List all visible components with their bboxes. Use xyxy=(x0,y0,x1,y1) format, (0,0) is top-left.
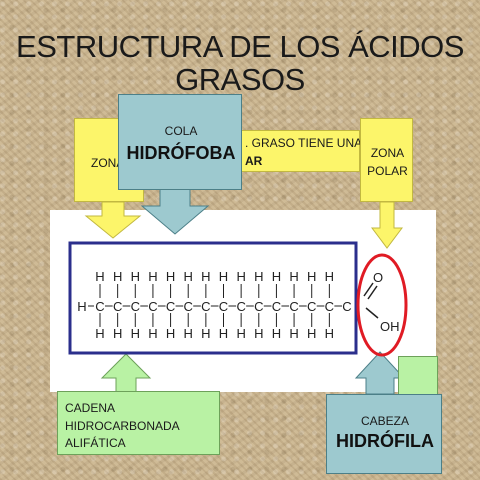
cadena-box xyxy=(68,241,358,355)
carbon-atom: C xyxy=(113,299,122,314)
carbon-atom: C xyxy=(131,299,140,314)
hydrogen-bottom: H xyxy=(201,326,210,341)
terminal-hydrogen: H xyxy=(77,299,86,314)
cadena-box-label: CADENA HIDROCARBONADA ALIFÁTICA xyxy=(57,391,220,455)
hydrogen-bottom: H xyxy=(325,326,334,341)
zona-polar-label-1: ZONA xyxy=(370,146,405,160)
hydrogen-bottom: H xyxy=(219,326,228,341)
hydrogen-bottom: H xyxy=(166,326,175,341)
hydrogen-bottom: H xyxy=(131,326,140,341)
hydrogen-top: H xyxy=(166,269,175,284)
cabeza-hidrofila-box: CABEZA HIDRÓFILA xyxy=(326,394,442,474)
carbon-atom: C xyxy=(236,299,245,314)
carbon-atom: C xyxy=(166,299,175,314)
ar-label: AR xyxy=(245,154,263,168)
hydrogen-bottom: H xyxy=(184,326,193,341)
carbon-atom: C xyxy=(148,299,157,314)
hidrofoba-label: HIDRÓFOBA xyxy=(126,143,236,163)
hydrogen-top: H xyxy=(307,269,316,284)
cola-hidrofoba-box: COLA HIDRÓFOBA xyxy=(118,94,242,190)
carbon-atom: C xyxy=(342,299,351,314)
carbon-atom: C xyxy=(307,299,316,314)
cola-arrow xyxy=(140,187,210,235)
double-bond-line-1 xyxy=(363,282,374,297)
hydrogen-top: H xyxy=(272,269,281,284)
hydroxyl-label: OH xyxy=(380,319,400,334)
cadena-label-2: HIDROCARBONADA xyxy=(65,419,180,433)
zona-polar-arrow xyxy=(371,201,403,249)
carbon-atom: C xyxy=(95,299,104,314)
single-bond-line xyxy=(365,307,379,319)
cadena-label-3: ALIFÁTICA xyxy=(65,436,126,450)
hydrogen-bottom: H xyxy=(236,326,245,341)
zona-left-label: ZONA xyxy=(91,156,125,170)
hydrogen-top: H xyxy=(184,269,193,284)
hydrogen-bottom: H xyxy=(272,326,281,341)
hydrogen-top: H xyxy=(95,269,104,284)
acido-graso-note-box: . GRASO TIENE UNA AR xyxy=(230,130,363,172)
oxygen-label: O xyxy=(373,270,383,285)
hydrogen-bottom: H xyxy=(148,326,157,341)
hydrogen-top: H xyxy=(131,269,140,284)
hydrogen-top: H xyxy=(201,269,210,284)
carbon-atom: C xyxy=(254,299,263,314)
hydrogen-bottom: H xyxy=(254,326,263,341)
cabeza-circle xyxy=(356,253,408,357)
cabeza-label: CABEZA xyxy=(360,414,409,428)
cadena-arrow xyxy=(100,353,152,393)
hydrogen-top: H xyxy=(113,269,122,284)
hydrogen-top: H xyxy=(254,269,263,284)
carbon-atom: C xyxy=(184,299,193,314)
hydrogen-bottom: H xyxy=(95,326,104,341)
zona-polar-box: ZONA POLAR xyxy=(360,118,413,202)
zona-polar-label-2: POLAR xyxy=(367,164,408,178)
title-line-1: ESTRUCTURA DE LOS ÁCIDOS xyxy=(16,29,464,64)
hydrogen-bottom: H xyxy=(307,326,316,341)
double-bond-line-2 xyxy=(367,285,378,300)
title-line-2: GRASOS xyxy=(175,62,305,97)
hydrogen-top: H xyxy=(148,269,157,284)
carbon-atom: C xyxy=(201,299,210,314)
cadena-label-1: CADENA xyxy=(65,401,116,415)
carbon-atom: C xyxy=(272,299,281,314)
hydrogen-bottom: H xyxy=(289,326,298,341)
hydrogen-top: H xyxy=(219,269,228,284)
hydrogen-top: H xyxy=(236,269,245,284)
hydrogen-top: H xyxy=(325,269,334,284)
zona-apolar-arrow xyxy=(84,201,142,239)
hydrogen-top: H xyxy=(289,269,298,284)
carbon-atom: C xyxy=(219,299,228,314)
cabeza-arrow xyxy=(354,351,406,395)
hydrogen-bottom: H xyxy=(113,326,122,341)
graso-tiene-label: . GRASO TIENE UNA xyxy=(245,136,363,150)
carbon-atom: C xyxy=(289,299,298,314)
carbon-atom: C xyxy=(325,299,334,314)
hidrofila-label: HIDRÓFILA xyxy=(336,431,434,451)
cola-label: COLA xyxy=(164,124,198,138)
